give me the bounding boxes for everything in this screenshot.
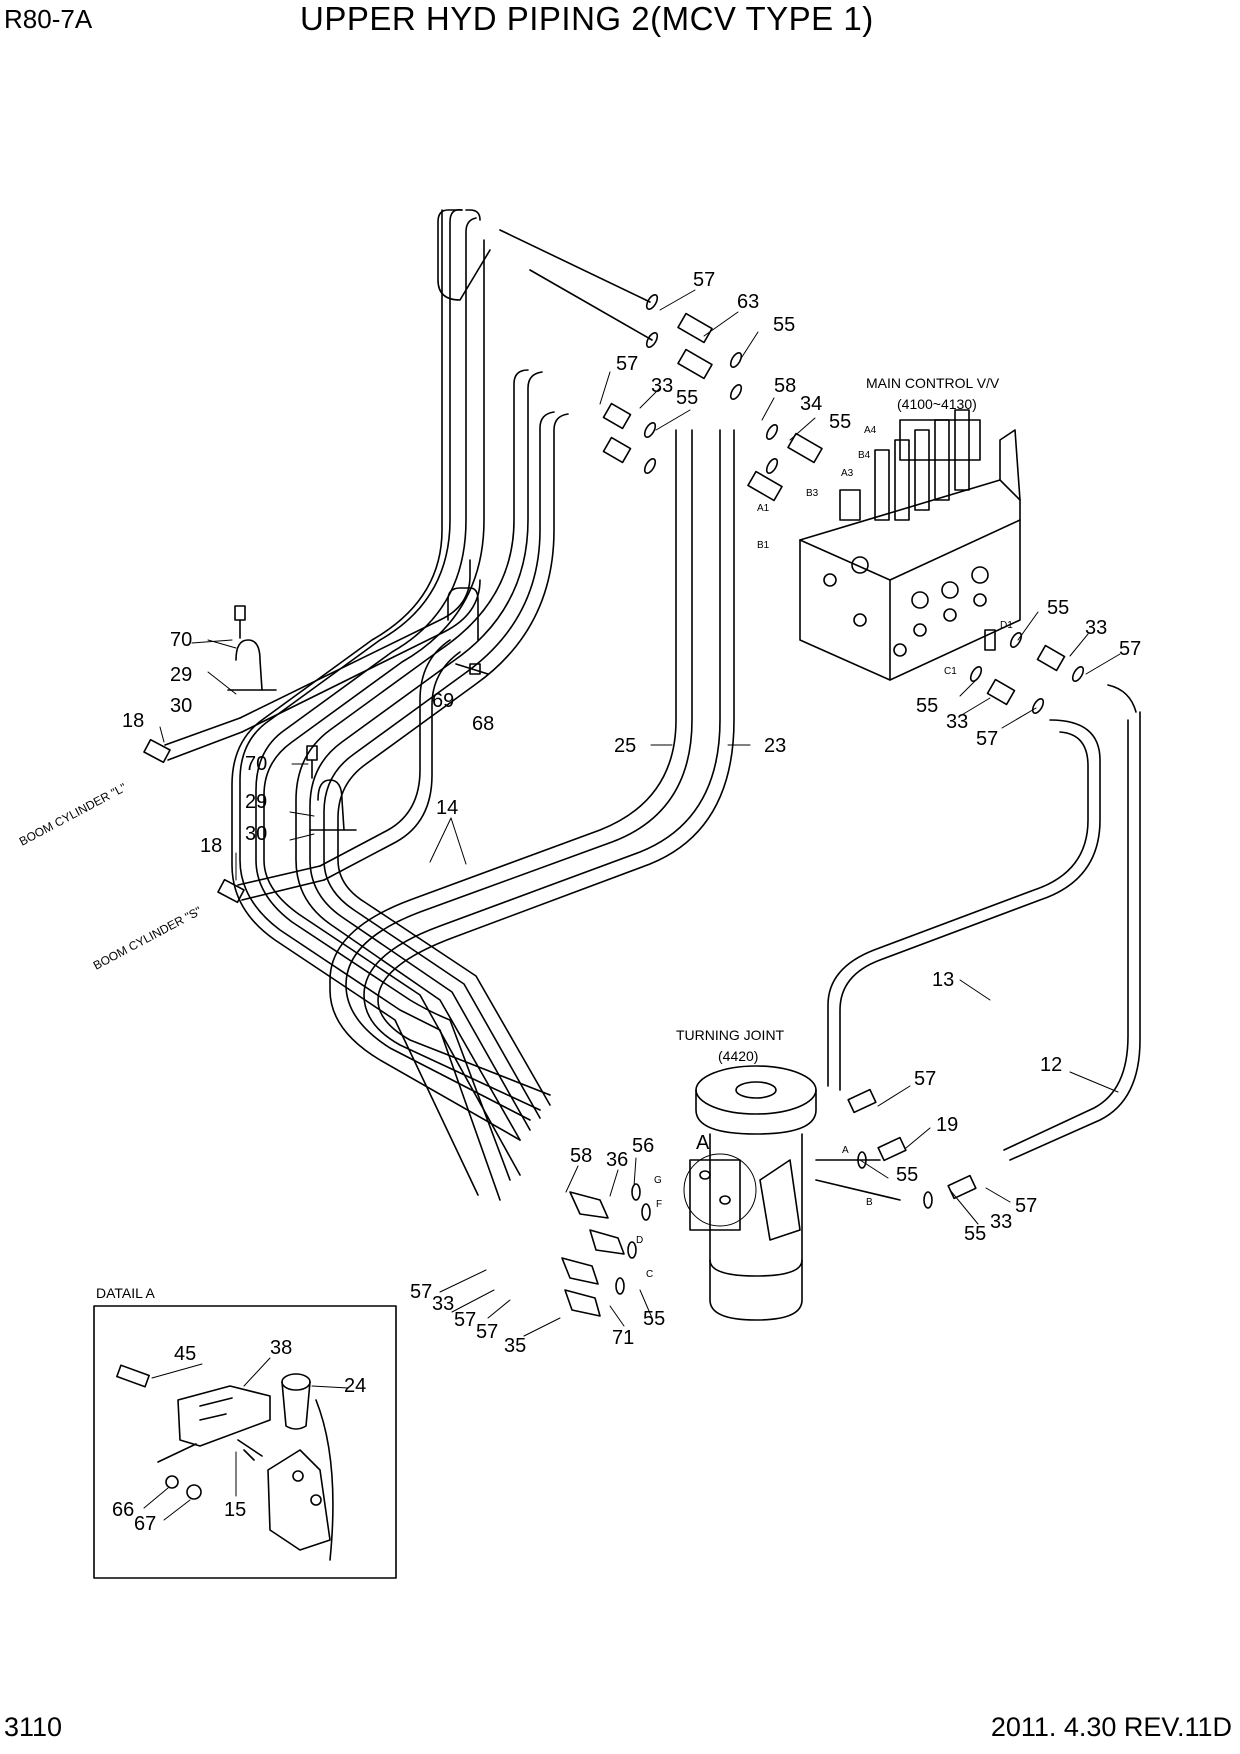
callout-19: 19: [936, 1114, 958, 1136]
callout-57: 57: [410, 1281, 432, 1303]
callout-58: 58: [774, 375, 796, 397]
callout-71: 71: [612, 1327, 634, 1349]
port-c: C: [646, 1269, 653, 1280]
callout-labels: 57 63 55 57 33 55 58 34 55 MAIN CONTROL …: [17, 269, 1141, 1535]
model-code: R80-7A: [4, 4, 93, 34]
leader-lines: [143, 289, 1121, 1521]
callout-23: 23: [764, 735, 786, 757]
callout-33: 33: [990, 1211, 1012, 1233]
detail-a: [93, 1305, 397, 1579]
port-g: G: [654, 1175, 662, 1186]
fittings-mcv: [499, 229, 1085, 715]
callout-55: 55: [964, 1223, 986, 1245]
callout-57: 57: [1119, 638, 1141, 660]
callout-55: 55: [676, 387, 698, 409]
hose-13-12: [827, 684, 1141, 1161]
hose-25-23: [329, 429, 735, 1141]
callout-34: 34: [800, 393, 822, 415]
port-c1: C1: [944, 666, 957, 677]
boom-cylinder-l-label: BOOM CYLINDER "L": [17, 780, 129, 848]
callout-57: 57: [914, 1068, 936, 1090]
mcv-range: (4100~4130): [897, 396, 977, 412]
boom-hoses: [143, 559, 481, 904]
callout-30: 30: [245, 823, 267, 845]
callout-36: 36: [606, 1149, 628, 1171]
port-b: B: [866, 1197, 873, 1208]
callout-18: 18: [200, 835, 222, 857]
revision-date: 2011. 4.30 REV.11D: [990, 1712, 1232, 1742]
port-a3: A3: [841, 468, 854, 479]
callout-67: 67: [134, 1513, 156, 1535]
callout-13: 13: [932, 969, 954, 991]
clamp-lower: [306, 745, 357, 831]
callout-18: 18: [122, 710, 144, 732]
callout-55: 55: [1047, 597, 1069, 619]
port-d: D: [636, 1235, 643, 1246]
callout-55: 55: [829, 411, 851, 433]
callout-33: 33: [651, 375, 673, 397]
callout-55: 55: [773, 314, 795, 336]
callout-56: 56: [632, 1135, 654, 1157]
callout-15: 15: [224, 1499, 246, 1521]
port-b4: B4: [858, 450, 871, 461]
callout-30: 30: [170, 695, 192, 717]
callout-55: 55: [916, 695, 938, 717]
callout-33: 33: [432, 1293, 454, 1315]
callout-45: 45: [174, 1343, 196, 1365]
callout-14: 14: [436, 797, 458, 819]
clamp-upper: [227, 605, 277, 691]
turning-joint-elbows: [561, 1088, 977, 1317]
detail-marker: A: [696, 1132, 710, 1154]
callout-29: 29: [245, 791, 267, 813]
callout-24: 24: [344, 1375, 366, 1397]
callout-57: 57: [454, 1309, 476, 1331]
callout-58: 58: [570, 1145, 592, 1167]
port-d1: D1: [1000, 620, 1013, 631]
turning-joint-label: TURNING JOINT: [676, 1027, 785, 1043]
callout-68: 68: [472, 713, 494, 735]
port-f: F: [656, 1199, 662, 1210]
callout-25: 25: [614, 735, 636, 757]
callout-33: 33: [946, 711, 968, 733]
callout-57: 57: [1015, 1195, 1037, 1217]
turning-joint: [683, 1065, 901, 1321]
callout-38: 38: [270, 1337, 292, 1359]
port-b1: B1: [757, 540, 770, 551]
boom-cylinder-s-label: BOOM CYLINDER "S": [91, 904, 204, 973]
callout-12: 12: [1040, 1054, 1062, 1076]
callout-57: 57: [976, 728, 998, 750]
port-a1: A1: [757, 503, 770, 514]
callout-29: 29: [170, 664, 192, 686]
callout-57: 57: [476, 1321, 498, 1343]
turning-joint-code: (4420): [718, 1048, 758, 1064]
clamp-69: [447, 587, 489, 675]
callout-66: 66: [112, 1499, 134, 1521]
callout-63: 63: [737, 291, 759, 313]
callout-70: 70: [170, 629, 192, 651]
page-title: UPPER HYD PIPING 2(MCV TYPE 1): [300, 0, 874, 37]
callout-55: 55: [643, 1308, 665, 1330]
hose-14: [231, 208, 521, 1201]
detail-a-label: DATAIL A: [96, 1285, 156, 1301]
mcv-label: MAIN CONTROL V/V: [866, 375, 1000, 391]
port-a4: A4: [864, 425, 877, 436]
port-b3: B3: [806, 488, 819, 499]
callout-33: 33: [1085, 617, 1107, 639]
callout-57: 57: [693, 269, 715, 291]
callout-70: 70: [245, 753, 267, 775]
callout-57: 57: [616, 353, 638, 375]
callout-35: 35: [504, 1335, 526, 1357]
main-control-valve: [799, 409, 1021, 681]
callout-69: 69: [432, 690, 454, 712]
port-a: A: [842, 1145, 849, 1156]
page-number: 3110: [4, 1712, 63, 1742]
callout-55: 55: [896, 1164, 918, 1186]
